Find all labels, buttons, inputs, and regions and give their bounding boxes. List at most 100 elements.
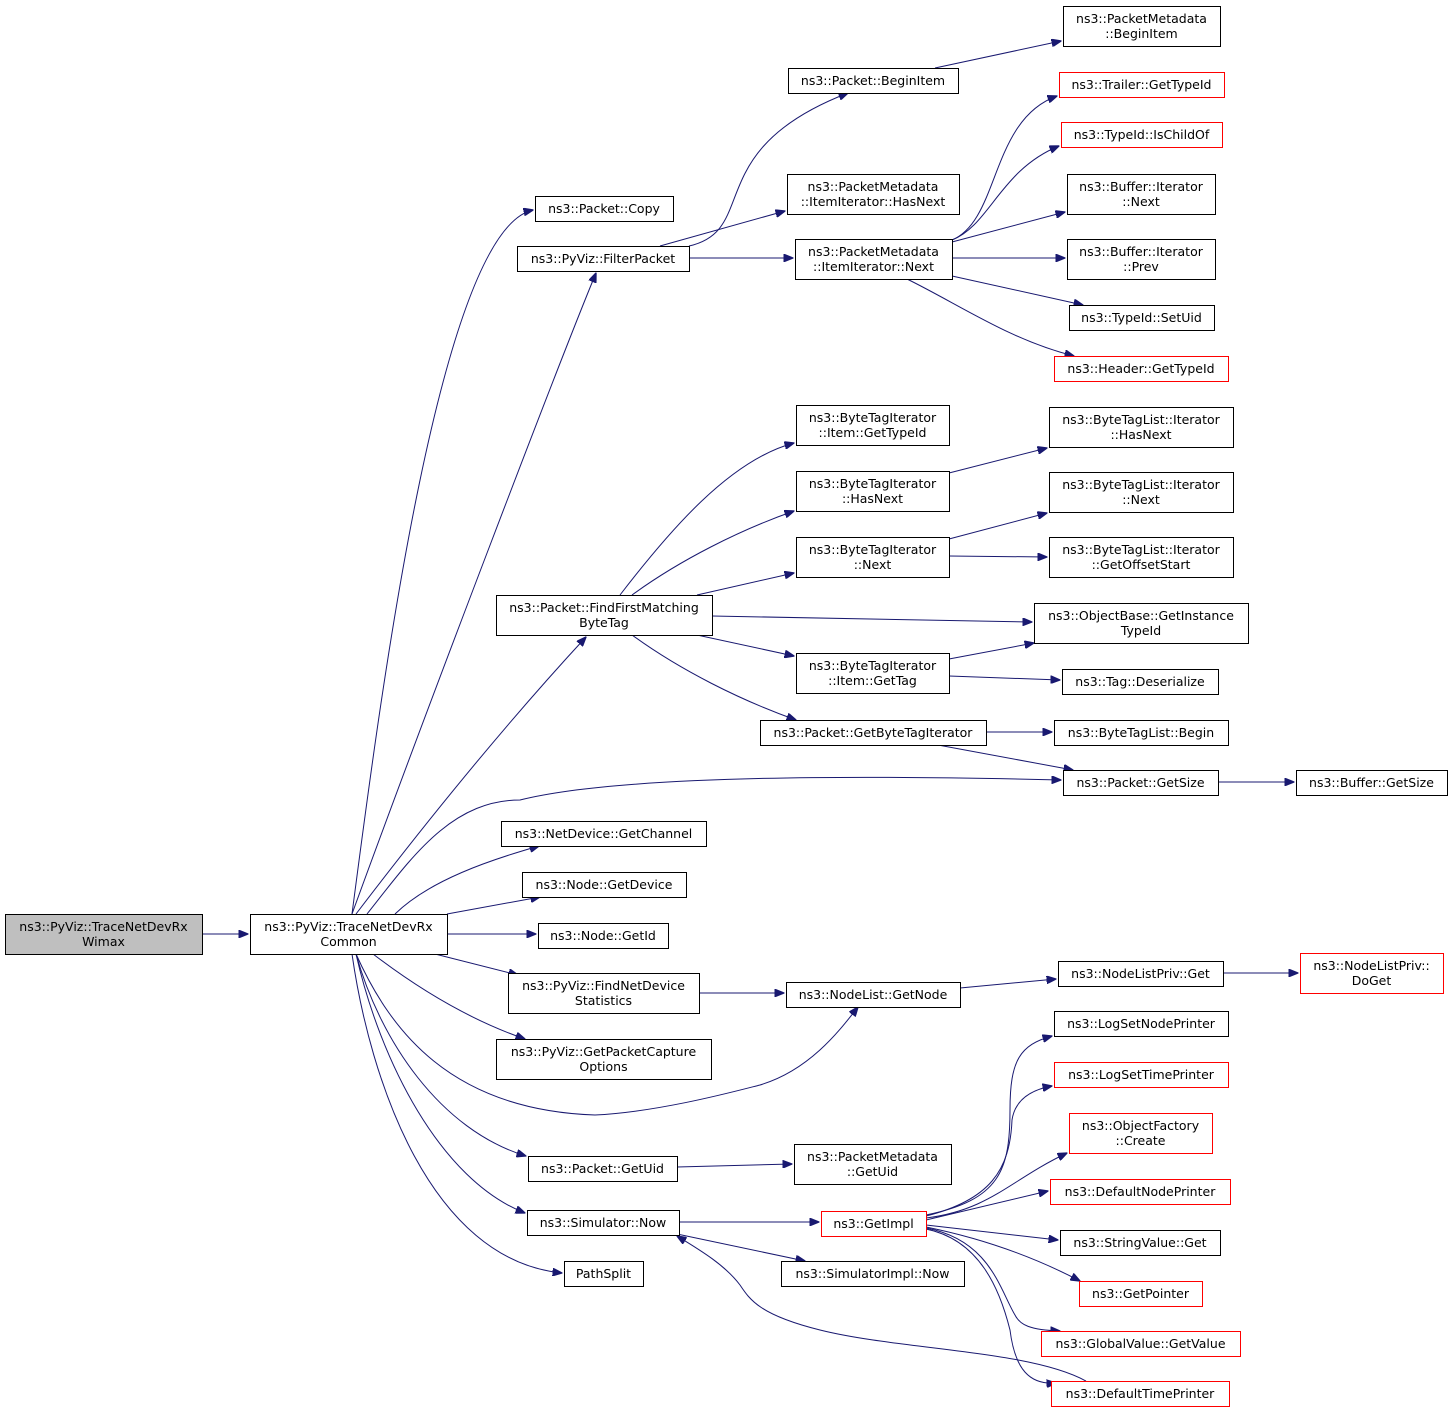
node-label: ns3::ByteTagList::Iterator: [1062, 542, 1220, 557]
edge-itnext-to-bufnext: [951, 212, 1065, 243]
node-nlp-get[interactable]: ns3::NodeListPriv::Get: [1058, 961, 1224, 987]
node-box: [496, 1039, 712, 1080]
node-getchannel[interactable]: ns3::NetDevice::GetChannel: [501, 821, 707, 847]
node-simimpl-now[interactable]: ns3::SimulatorImpl::Now: [781, 1261, 965, 1287]
node-box: [508, 973, 700, 1014]
node-label: ns3::GetImpl: [833, 1216, 913, 1231]
node-hasnext[interactable]: ns3::PacketMetadata::ItemIterator::HasNe…: [787, 174, 960, 215]
node-bti-next[interactable]: ns3::ByteTagIterator::Next: [796, 537, 950, 578]
node-nlp-doget[interactable]: ns3::NodeListPriv::DoGet: [1300, 953, 1444, 994]
node-label: ns3::ByteTagList::Iterator: [1062, 477, 1220, 492]
node-trailer[interactable]: ns3::Trailer::GetTypeId: [1059, 72, 1225, 98]
node-label: ::Item::GetTypeId: [819, 425, 927, 440]
node-box: [1067, 239, 1216, 280]
edge-getimpl-to-objfactory: [925, 1153, 1067, 1219]
node-logsetnode[interactable]: ns3::LogSetNodePrinter: [1054, 1011, 1229, 1037]
node-setuid[interactable]: ns3::TypeId::SetUid: [1069, 305, 1215, 331]
node-bufnext[interactable]: ns3::Buffer::Iterator::Next: [1067, 174, 1216, 215]
node-buf-getsize[interactable]: ns3::Buffer::GetSize: [1296, 770, 1448, 796]
node-pkt-getuid[interactable]: ns3::Packet::GetUid: [528, 1156, 678, 1182]
edge-common-to-getchannel: [394, 846, 539, 915]
node-box: [1054, 356, 1229, 382]
node-beginitem[interactable]: ns3::Packet::BeginItem: [788, 68, 959, 94]
node-label: ::GetUid: [847, 1164, 898, 1179]
node-stringvalue[interactable]: ns3::StringValue::Get: [1060, 1230, 1221, 1256]
node-btl-offset[interactable]: ns3::ByteTagList::Iterator::GetOffsetSta…: [1049, 537, 1234, 578]
node-logsettime[interactable]: ns3::LogSetTimePrinter: [1054, 1062, 1229, 1088]
node-label: ::Create: [1116, 1133, 1166, 1148]
edge-common-to-getdevice: [446, 897, 540, 915]
edge-common-to-copy: [351, 210, 533, 915]
node-getid[interactable]: ns3::Node::GetId: [538, 923, 669, 949]
node-label: ns3::LogSetTimePrinter: [1068, 1067, 1215, 1082]
node-objfactory[interactable]: ns3::ObjectFactory::Create: [1069, 1113, 1213, 1154]
node-copy[interactable]: ns3::Packet::Copy: [535, 196, 674, 222]
node-box: [1054, 720, 1229, 746]
node-label: ns3::LogSetNodePrinter: [1067, 1016, 1216, 1031]
node-bti-item-gettag[interactable]: ns3::ByteTagIterator::Item::GetTag: [796, 653, 950, 694]
edge-getimpl-to-getpointer: [925, 1226, 1080, 1281]
node-bufprev[interactable]: ns3::Buffer::Iterator::Prev: [1067, 239, 1216, 280]
node-label: ns3::ByteTagIterator: [809, 410, 937, 425]
edge-common-to-pkt_getsize: [366, 777, 1061, 915]
node-box: [1296, 770, 1448, 796]
node-nodelist-getnode[interactable]: ns3::NodeList::GetNode: [786, 982, 961, 1008]
node-ischildof[interactable]: ns3::TypeId::IsChildOf: [1061, 122, 1223, 148]
node-box: [795, 239, 953, 280]
node-btl-next[interactable]: ns3::ByteTagList::Iterator::Next: [1049, 472, 1234, 513]
node-tag-deser[interactable]: ns3::Tag::Deserialize: [1062, 669, 1219, 695]
edge-common-to-getcapture: [372, 953, 525, 1039]
node-bti-item-gettypeid[interactable]: ns3::ByteTagIterator::Item::GetTypeId: [796, 405, 950, 446]
node-label: ::ItemIterator::HasNext: [801, 194, 946, 209]
node-label: ns3::NodeListPriv::: [1313, 958, 1429, 973]
node-label: ns3::Node::GetDevice: [536, 877, 673, 892]
node-bti-hasnext[interactable]: ns3::ByteTagIterator::HasNext: [796, 471, 950, 512]
node-itnext[interactable]: ns3::PacketMetadata::ItemIterator::Next: [795, 239, 953, 280]
node-label: ::Next: [854, 557, 892, 572]
node-pm-beginitem[interactable]: ns3::PacketMetadata::BeginItem: [1063, 6, 1221, 47]
node-btl-begin[interactable]: ns3::ByteTagList::Begin: [1054, 720, 1229, 746]
edge-findfirst-to-objectbase: [711, 615, 1032, 622]
node-globalvalue[interactable]: ns3::GlobalValue::GetValue: [1041, 1331, 1241, 1357]
node-getpointer[interactable]: ns3::GetPointer: [1079, 1281, 1203, 1307]
node-btl-hasnext[interactable]: ns3::ByteTagList::Iterator::HasNext: [1049, 407, 1234, 448]
node-box: [1049, 537, 1234, 578]
node-label: ::Next: [1122, 492, 1160, 507]
node-label: ns3::PyViz::FindNetDevice: [522, 978, 685, 993]
node-getbti[interactable]: ns3::Packet::GetByteTagIterator: [760, 720, 987, 746]
edge-bti_item_gettag-to-objectbase: [948, 643, 1034, 660]
node-label: ns3::PacketMetadata: [808, 179, 939, 194]
node-box: [1063, 770, 1219, 796]
node-box: [821, 1211, 927, 1237]
node-defnodeprinter[interactable]: ns3::DefaultNodePrinter: [1050, 1179, 1231, 1205]
node-sim-now[interactable]: ns3::Simulator::Now: [527, 1210, 680, 1236]
node-label: ns3::Packet::GetByteTagIterator: [774, 725, 974, 740]
node-pm-getuid[interactable]: ns3::PacketMetadata::GetUid: [794, 1144, 952, 1185]
nodes-layer: ns3::PyViz::TraceNetDevRxWimaxns3::PyViz…: [5, 6, 1448, 1407]
node-label: ::BeginItem: [1105, 26, 1177, 41]
node-getimpl[interactable]: ns3::GetImpl: [821, 1211, 927, 1237]
node-header[interactable]: ns3::Header::GetTypeId: [1054, 356, 1229, 382]
node-filter[interactable]: ns3::PyViz::FilterPacket: [517, 246, 690, 272]
node-getdevice[interactable]: ns3::Node::GetDevice: [522, 872, 687, 898]
node-label: ns3::Header::GetTypeId: [1067, 361, 1214, 376]
node-label: ns3::Packet::GetUid: [541, 1161, 664, 1176]
edge-nodelist_getnode-to-nlp_get: [959, 979, 1056, 989]
edge-filter-to-beginitem: [688, 93, 848, 247]
node-pkt-getsize[interactable]: ns3::Packet::GetSize: [1063, 770, 1219, 796]
node-pathsplit[interactable]: PathSplit: [564, 1261, 644, 1287]
node-label: ::Prev: [1123, 259, 1159, 274]
node-box: [564, 1261, 644, 1287]
node-deftimeprinter[interactable]: ns3::DefaultTimePrinter: [1051, 1381, 1230, 1407]
node-box: [1063, 6, 1221, 47]
node-box: [796, 405, 950, 446]
node-label: ns3::NetDevice::GetChannel: [515, 826, 693, 841]
node-label: ns3::ByteTagIterator: [809, 476, 937, 491]
node-label: ns3::Packet::GetSize: [1076, 775, 1204, 790]
edge-itnext-to-setuid: [951, 275, 1083, 305]
